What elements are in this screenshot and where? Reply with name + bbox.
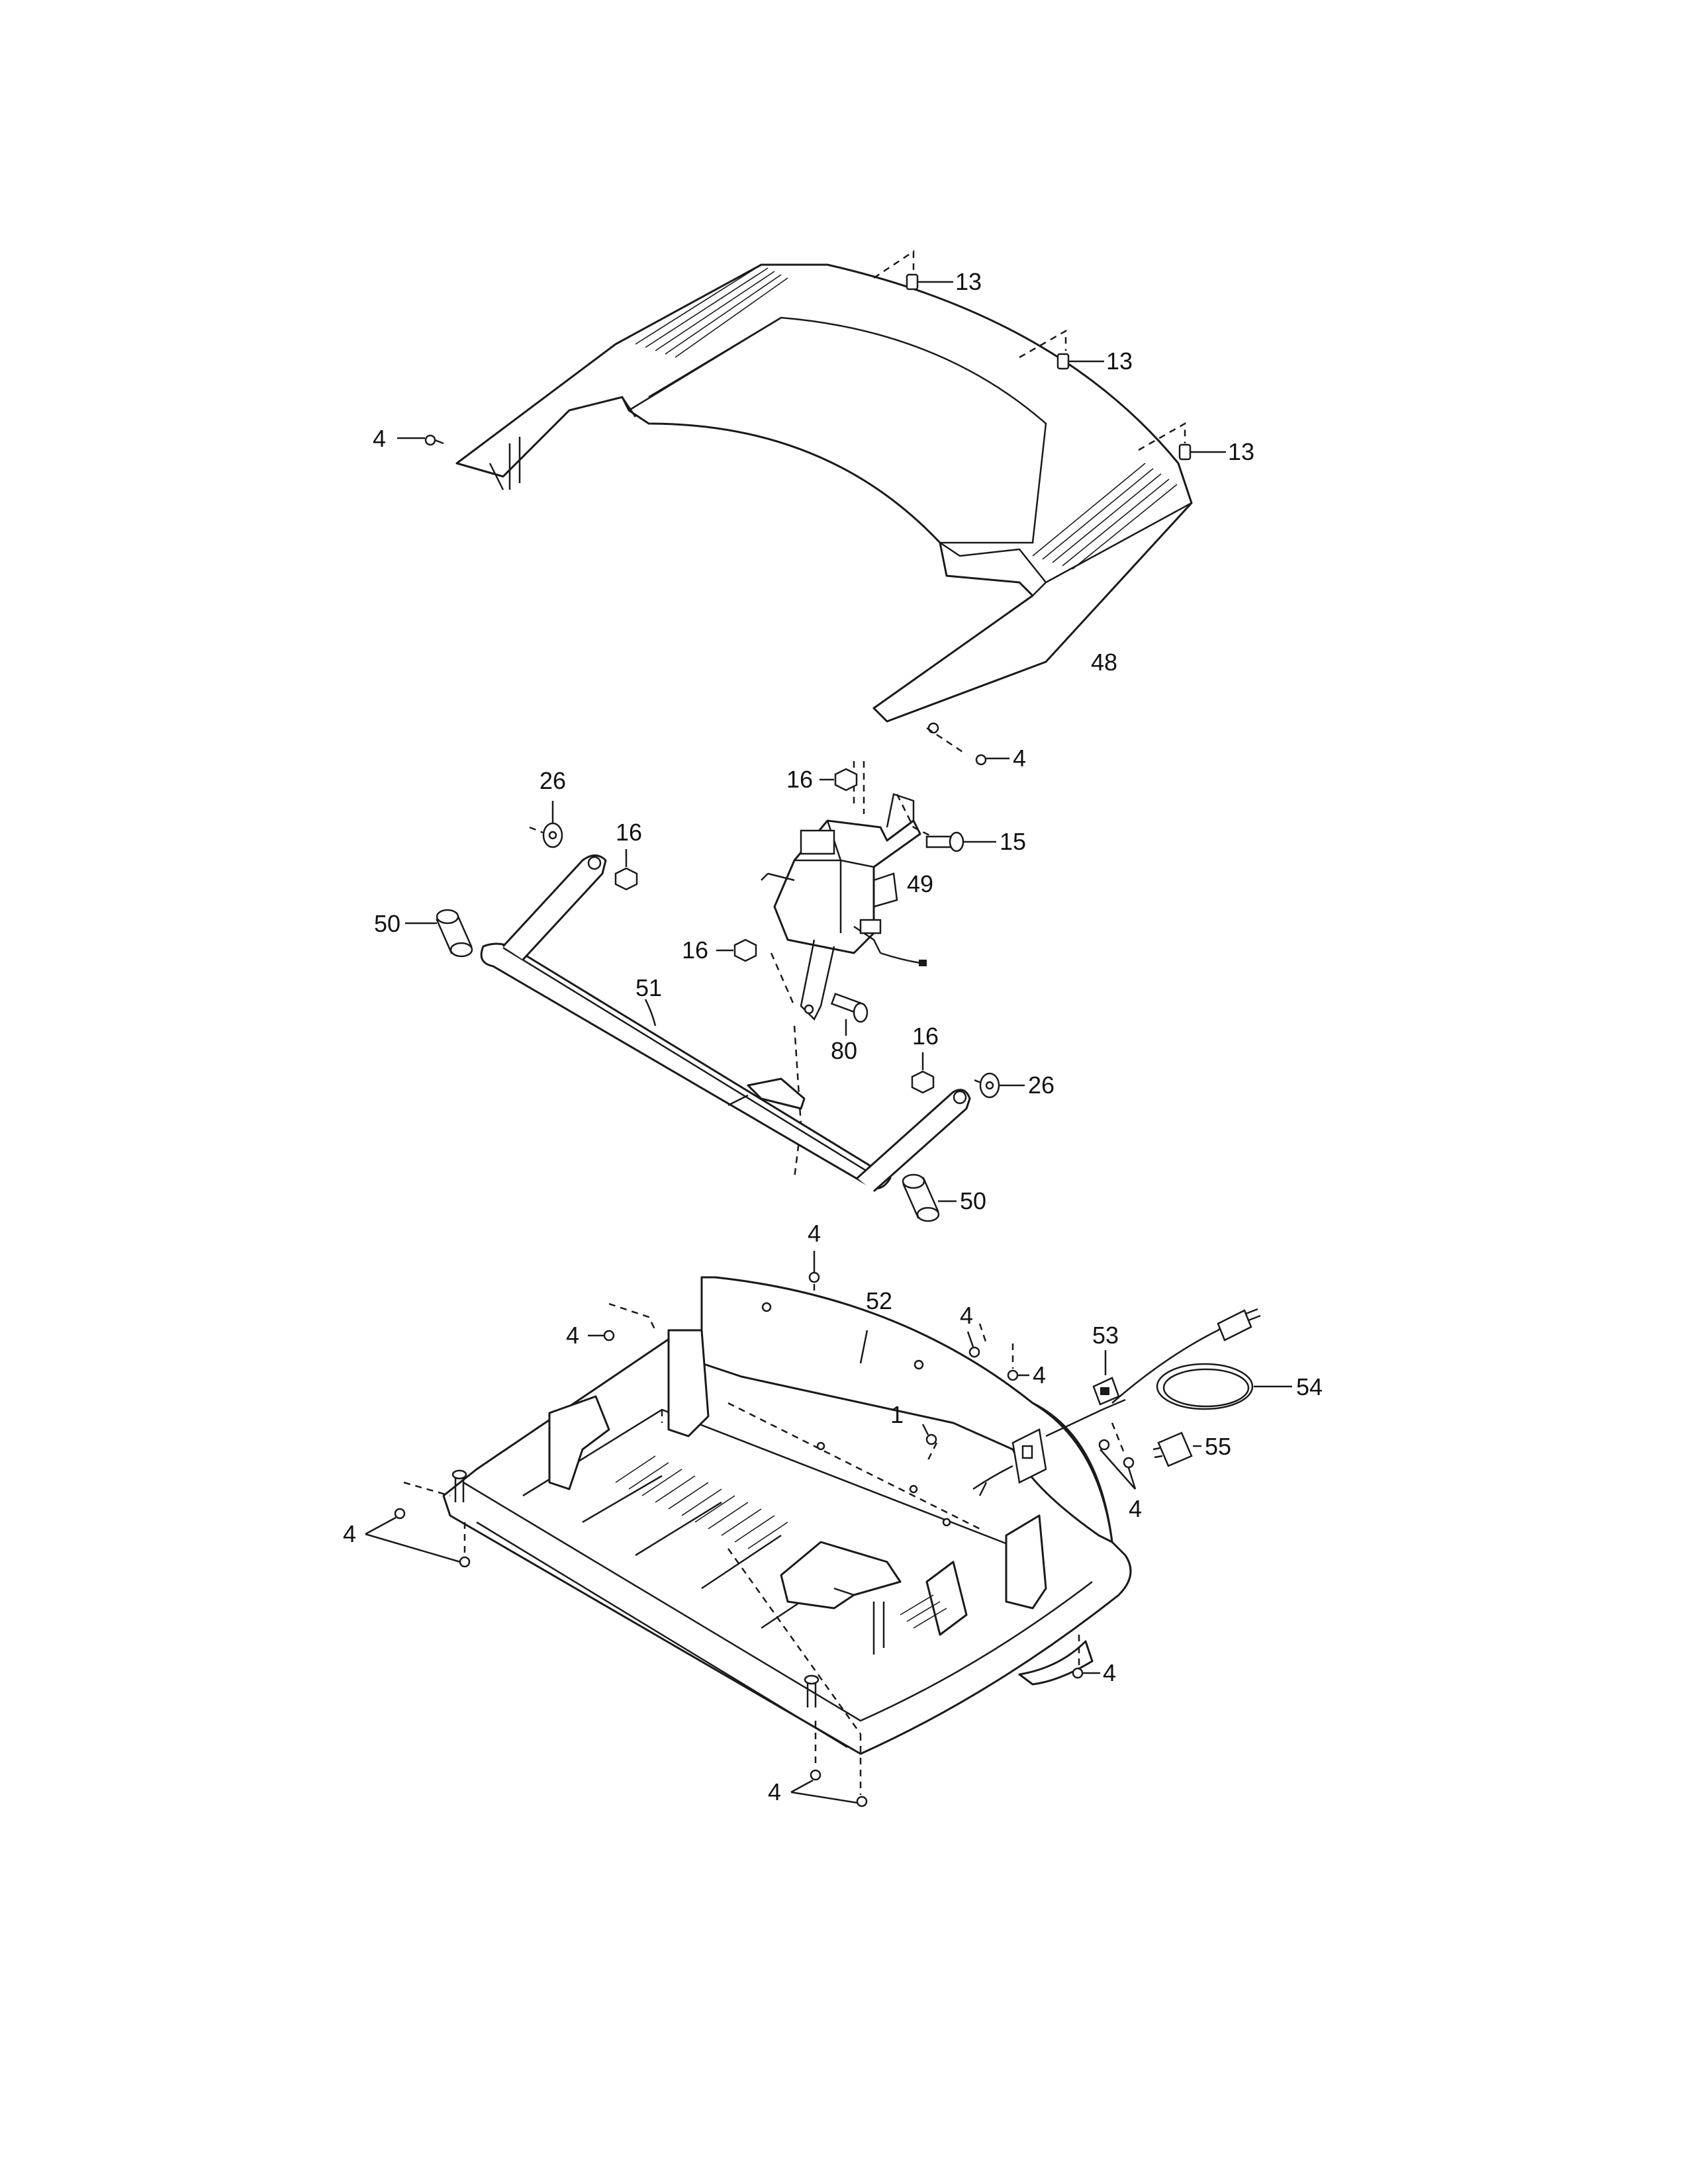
- bolt: [925, 831, 964, 852]
- vent-grille-left: [635, 264, 788, 358]
- callout-51: 51: [635, 974, 662, 1001]
- callout-4: 4: [1129, 1495, 1142, 1522]
- callout-13: 13: [1228, 438, 1254, 465]
- callout-55: 55: [1205, 1433, 1231, 1460]
- hood-screw: [424, 434, 987, 766]
- callout-16: 16: [682, 936, 708, 964]
- motor-hood: [455, 263, 1193, 734]
- callout-80: 80: [831, 1037, 857, 1064]
- callout-4: 4: [1013, 745, 1026, 772]
- callout-1: 1: [890, 1401, 904, 1428]
- speed-nut-clip: [906, 273, 1192, 461]
- callout-16: 16: [616, 819, 642, 846]
- callout-50: 50: [374, 910, 400, 937]
- bolt: [830, 993, 868, 1023]
- callout-26: 26: [1028, 1071, 1055, 1099]
- motor-bracket: [480, 854, 971, 1193]
- callout-13: 13: [1106, 347, 1133, 375]
- callout-54: 54: [1296, 1373, 1323, 1400]
- callout-4: 4: [566, 1322, 579, 1349]
- callout-4: 4: [808, 1220, 821, 1247]
- callout-4: 4: [343, 1520, 356, 1547]
- bushing: [436, 909, 940, 1222]
- drive-motor: [761, 793, 927, 1021]
- vent-grille-right: [1032, 463, 1178, 570]
- callout-4: 4: [373, 425, 386, 452]
- power-receptacle: [1092, 1377, 1120, 1406]
- callout-50: 50: [960, 1187, 986, 1214]
- base-vent-slots: [615, 1455, 947, 1629]
- callout-15: 15: [1000, 828, 1026, 855]
- callout-13: 13: [955, 268, 982, 295]
- callout-48: 48: [1091, 649, 1117, 676]
- hex-nut: [614, 768, 935, 1094]
- callout-4: 4: [960, 1302, 973, 1329]
- callout-49: 49: [907, 870, 933, 897]
- callout-16: 16: [912, 1023, 939, 1050]
- callout-4: 4: [1103, 1659, 1116, 1686]
- callout-52: 52: [866, 1287, 892, 1314]
- power-cord: [1045, 1308, 1261, 1437]
- washer: [542, 822, 1000, 1099]
- callout-53: 53: [1092, 1322, 1119, 1349]
- callout-4: 4: [768, 1778, 781, 1805]
- callout-labels: 13 13 13 4 48 4 26 16 16 15 49 50 16 51 …: [343, 268, 1323, 1805]
- callout-16: 16: [786, 766, 813, 793]
- callout-4: 4: [1033, 1361, 1046, 1388]
- base-screw: [394, 1271, 1135, 1807]
- motor-base: [442, 1276, 1132, 1755]
- circuit-breaker: [1152, 1432, 1193, 1467]
- callout-26: 26: [539, 767, 566, 794]
